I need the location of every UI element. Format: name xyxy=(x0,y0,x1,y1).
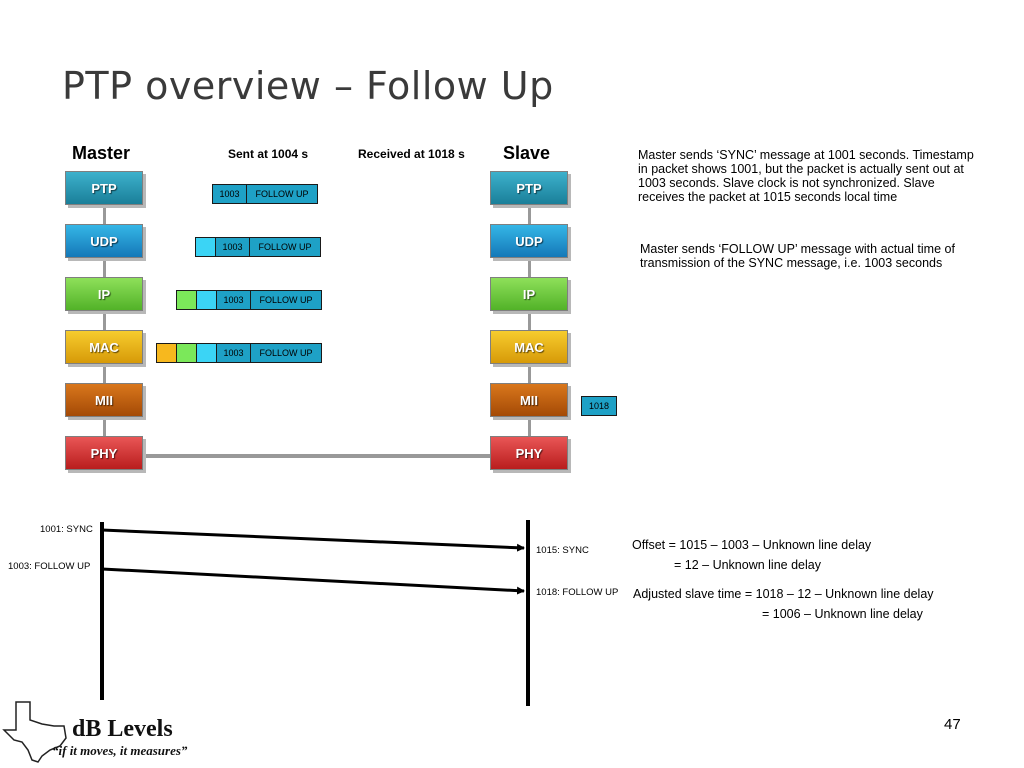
logo-tagline: “if it moves, it measures” xyxy=(52,743,188,758)
slave-connector xyxy=(528,311,531,331)
phy-link xyxy=(144,454,492,458)
texas-outline-icon xyxy=(2,701,67,763)
master-layer-phy: PHY xyxy=(65,436,143,470)
slave-connector xyxy=(528,364,531,384)
slave-layer-ip: IP xyxy=(490,277,568,311)
master-connector xyxy=(103,311,106,331)
slave-layer-ptp: PTP xyxy=(490,171,568,205)
master-layer-ptp: PTP xyxy=(65,171,143,205)
sent-at-label: Sent at 1004 s xyxy=(228,147,309,161)
packet-timestamp: 1003 xyxy=(217,291,251,309)
udp-header xyxy=(197,344,217,362)
master-connector xyxy=(103,258,106,278)
slave-connector xyxy=(528,417,531,437)
slave-label: Slave xyxy=(503,143,551,163)
udp-header xyxy=(196,238,216,256)
packet-message: FOLLOW UP xyxy=(250,238,320,256)
packet-mac-layer: 1003 FOLLOW UP xyxy=(156,343,322,363)
mii-timestamp: 1018 xyxy=(582,397,616,415)
packet-message: FOLLOW UP xyxy=(247,185,317,203)
slave-connector xyxy=(528,205,531,225)
slave-connector xyxy=(528,258,531,278)
packet-message: FOLLOW UP xyxy=(251,291,321,309)
slave-layer-udp: UDP xyxy=(490,224,568,258)
description-follow-up: Master sends ‘FOLLOW UP’ message with ac… xyxy=(640,242,955,270)
page-title: PTP overview – Follow Up xyxy=(62,64,554,108)
master-followup-label: 1003: FOLLOW UP xyxy=(8,561,91,572)
udp-header xyxy=(197,291,217,309)
slave-followup-label: 1018: FOLLOW UP xyxy=(536,587,619,598)
logo-name: dB Levels xyxy=(72,716,173,742)
master-layer-ip: IP xyxy=(65,277,143,311)
master-layer-udp: UDP xyxy=(65,224,143,258)
packet-udp-layer: 1003 FOLLOW UP xyxy=(195,237,321,257)
mii-timestamp-box: 1018 xyxy=(581,396,617,416)
slave-layer-mac: MAC xyxy=(490,330,568,364)
sync-arrow xyxy=(101,528,525,552)
slave-sync-label: 1015: SYNC xyxy=(536,545,589,556)
slave-layer-mii: MII xyxy=(490,383,568,417)
ip-header xyxy=(177,291,197,309)
packet-ptp-layer: 1003 FOLLOW UP xyxy=(212,184,318,204)
mac-header xyxy=(157,344,177,362)
offset-result: = 12 – Unknown line delay xyxy=(674,558,821,572)
packet-timestamp: 1003 xyxy=(217,344,251,362)
page-number: 47 xyxy=(944,716,961,733)
slave-layer-phy: PHY xyxy=(490,436,568,470)
master-layer-mii: MII xyxy=(65,383,143,417)
master-label: Master xyxy=(72,143,131,163)
packet-timestamp: 1003 xyxy=(213,185,247,203)
follow-up-arrow xyxy=(101,567,525,595)
received-at-label: Received at 1018 s xyxy=(358,147,465,161)
description-sync: Master sends ‘SYNC’ message at 1001 seco… xyxy=(638,148,974,204)
master-connector xyxy=(103,364,106,384)
master-sync-label: 1001: SYNC xyxy=(40,524,93,535)
adjusted-time-equation: Adjusted slave time = 1018 – 12 – Unknow… xyxy=(633,587,934,601)
packet-message: FOLLOW UP xyxy=(251,344,321,362)
master-layer-mac: MAC xyxy=(65,330,143,364)
master-connector xyxy=(103,417,106,437)
ip-header xyxy=(177,344,197,362)
master-connector xyxy=(103,205,106,225)
offset-equation: Offset = 1015 – 1003 – Unknown line dela… xyxy=(632,538,872,552)
adjusted-time-result: = 1006 – Unknown line delay xyxy=(762,607,923,621)
packet-timestamp: 1003 xyxy=(216,238,250,256)
packet-ip-layer: 1003 FOLLOW UP xyxy=(176,290,322,310)
